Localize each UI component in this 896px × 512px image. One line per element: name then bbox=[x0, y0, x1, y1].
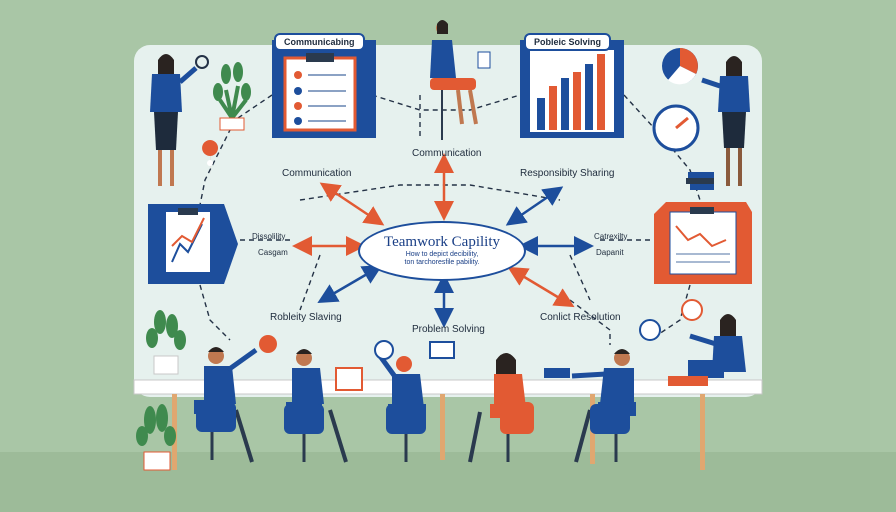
label-conflict-resolution: Conlict Resolution bbox=[540, 312, 621, 323]
plant-left bbox=[213, 62, 251, 131]
plant-floor bbox=[136, 404, 176, 471]
right-chart-card bbox=[654, 202, 752, 284]
orange-chair bbox=[500, 402, 534, 434]
standing-woman-left bbox=[150, 54, 209, 186]
location-pin-icon bbox=[202, 140, 219, 176]
plant-bottom-left bbox=[146, 310, 186, 375]
tab-pobleic-solving: Pobleic Solving bbox=[524, 33, 612, 51]
sitting-woman bbox=[430, 20, 491, 140]
bar-chart-card bbox=[520, 40, 624, 138]
label-dissolility: Dissolility bbox=[252, 232, 286, 241]
tab-communicabing: Communicabing bbox=[274, 33, 365, 51]
floor bbox=[0, 452, 896, 512]
clock-icon bbox=[652, 104, 700, 152]
label-communication-left: Communication bbox=[282, 168, 352, 179]
label-casgam: Casgam bbox=[258, 248, 288, 257]
diagram-subtitle-1: How to depict decibility, bbox=[405, 251, 479, 258]
center-ellipse: Teamwork Capility How to depict decibili… bbox=[358, 221, 526, 281]
books-icon bbox=[686, 172, 714, 190]
left-chart-card bbox=[148, 204, 238, 284]
clipboard-card bbox=[272, 40, 376, 138]
label-dapanit: Dapanit bbox=[596, 248, 624, 257]
label-problem-solving: Problem Solving bbox=[412, 324, 485, 335]
label-robleity-slaving: Robleity Slaving bbox=[270, 312, 342, 323]
label-responsibility-sharing: Responsibity Sharing bbox=[520, 168, 615, 179]
label-catrexilty: Catrexilty bbox=[594, 232, 628, 241]
diagram-subtitle-2: ton tarchoresfile pability. bbox=[404, 259, 480, 266]
presenting-woman bbox=[639, 299, 746, 386]
arrows bbox=[292, 153, 594, 328]
label-communication-top: Communication bbox=[412, 148, 482, 159]
chairs bbox=[196, 402, 630, 434]
standing-woman-right bbox=[701, 56, 750, 186]
diagram-title: Teamwork Capility bbox=[383, 234, 500, 250]
pie-chart-icon bbox=[662, 48, 698, 85]
